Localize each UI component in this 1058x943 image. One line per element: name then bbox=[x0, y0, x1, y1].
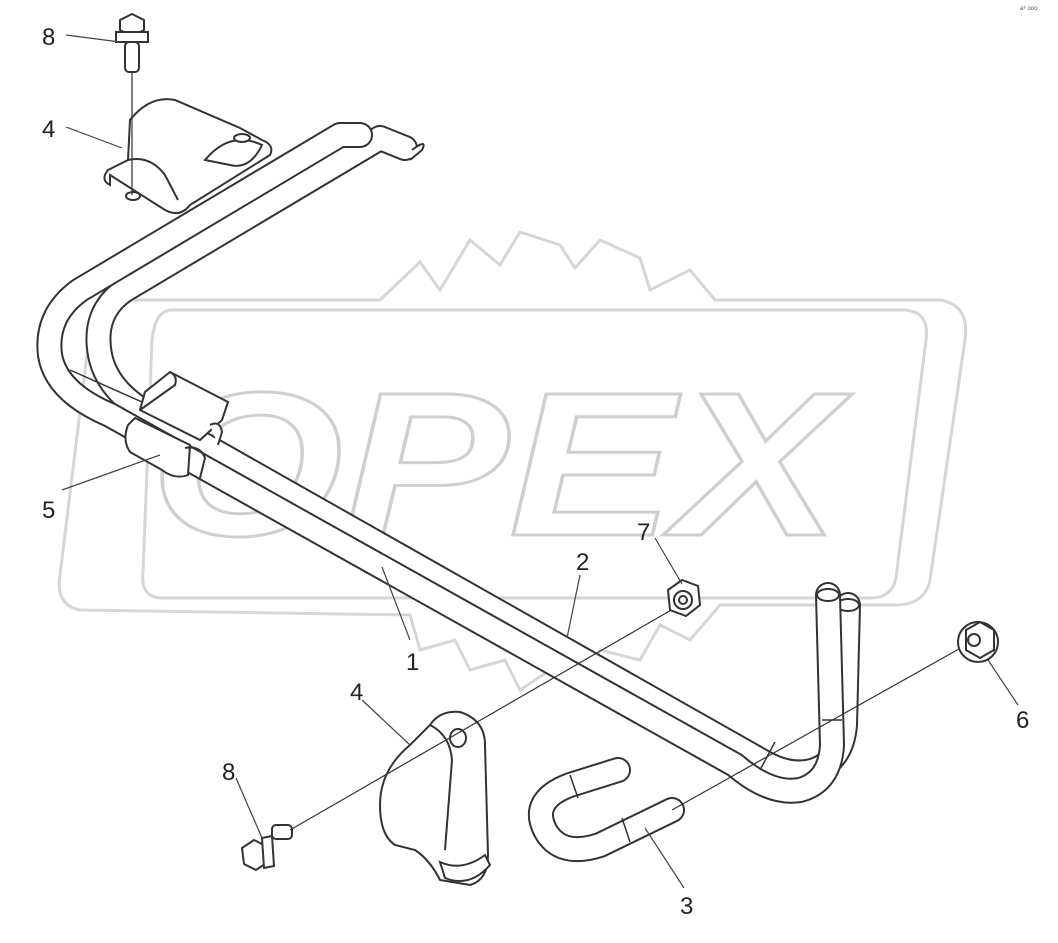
clamp-4-lower bbox=[378, 710, 492, 887]
nut-7 bbox=[666, 578, 702, 618]
leader-7 bbox=[654, 537, 683, 585]
leader-lines bbox=[61, 34, 1019, 889]
assembly-line-lower bbox=[289, 604, 681, 831]
leader-8b bbox=[235, 777, 263, 839]
u-bolt-3 bbox=[528, 757, 685, 863]
bolt-8-upper bbox=[115, 12, 149, 73]
callout-6: 6 bbox=[1016, 707, 1029, 734]
callout-5: 5 bbox=[42, 497, 55, 524]
leader-2 bbox=[566, 574, 581, 639]
leader-1 bbox=[381, 566, 411, 641]
leader-6 bbox=[987, 659, 1019, 706]
callout-4-upper: 4 bbox=[42, 116, 55, 143]
watermark-text: OPEX bbox=[150, 350, 852, 579]
clamp-4-upper bbox=[103, 98, 273, 215]
flange-nut-6 bbox=[957, 620, 999, 663]
callout-8-upper: 8 bbox=[42, 24, 55, 51]
leader-4a bbox=[65, 126, 123, 149]
stabilizer-bar-1 bbox=[36, 122, 845, 804]
leader-4b bbox=[361, 699, 411, 746]
callout-3: 3 bbox=[680, 893, 693, 920]
corner-mark: a⁸ ooo bbox=[1020, 5, 1038, 12]
leader-5 bbox=[61, 454, 161, 491]
watermark-gear bbox=[57, 230, 968, 693]
opex-watermark bbox=[57, 230, 968, 693]
leader-3 bbox=[644, 827, 685, 889]
assembly-line-right bbox=[671, 639, 976, 811]
bolt-8-lower bbox=[240, 824, 293, 872]
callout-4-lower: 4 bbox=[350, 679, 363, 706]
bushing-5 bbox=[124, 370, 230, 479]
watermark-badge-inner bbox=[141, 308, 929, 600]
callout-7: 7 bbox=[637, 519, 650, 546]
callout-8-lower: 8 bbox=[222, 759, 235, 786]
callouts: 8 4 5 1 2 7 4 8 3 6 bbox=[42, 24, 1029, 920]
callout-1: 1 bbox=[406, 649, 419, 676]
leader-8a bbox=[65, 34, 121, 43]
callout-2: 2 bbox=[576, 549, 589, 576]
